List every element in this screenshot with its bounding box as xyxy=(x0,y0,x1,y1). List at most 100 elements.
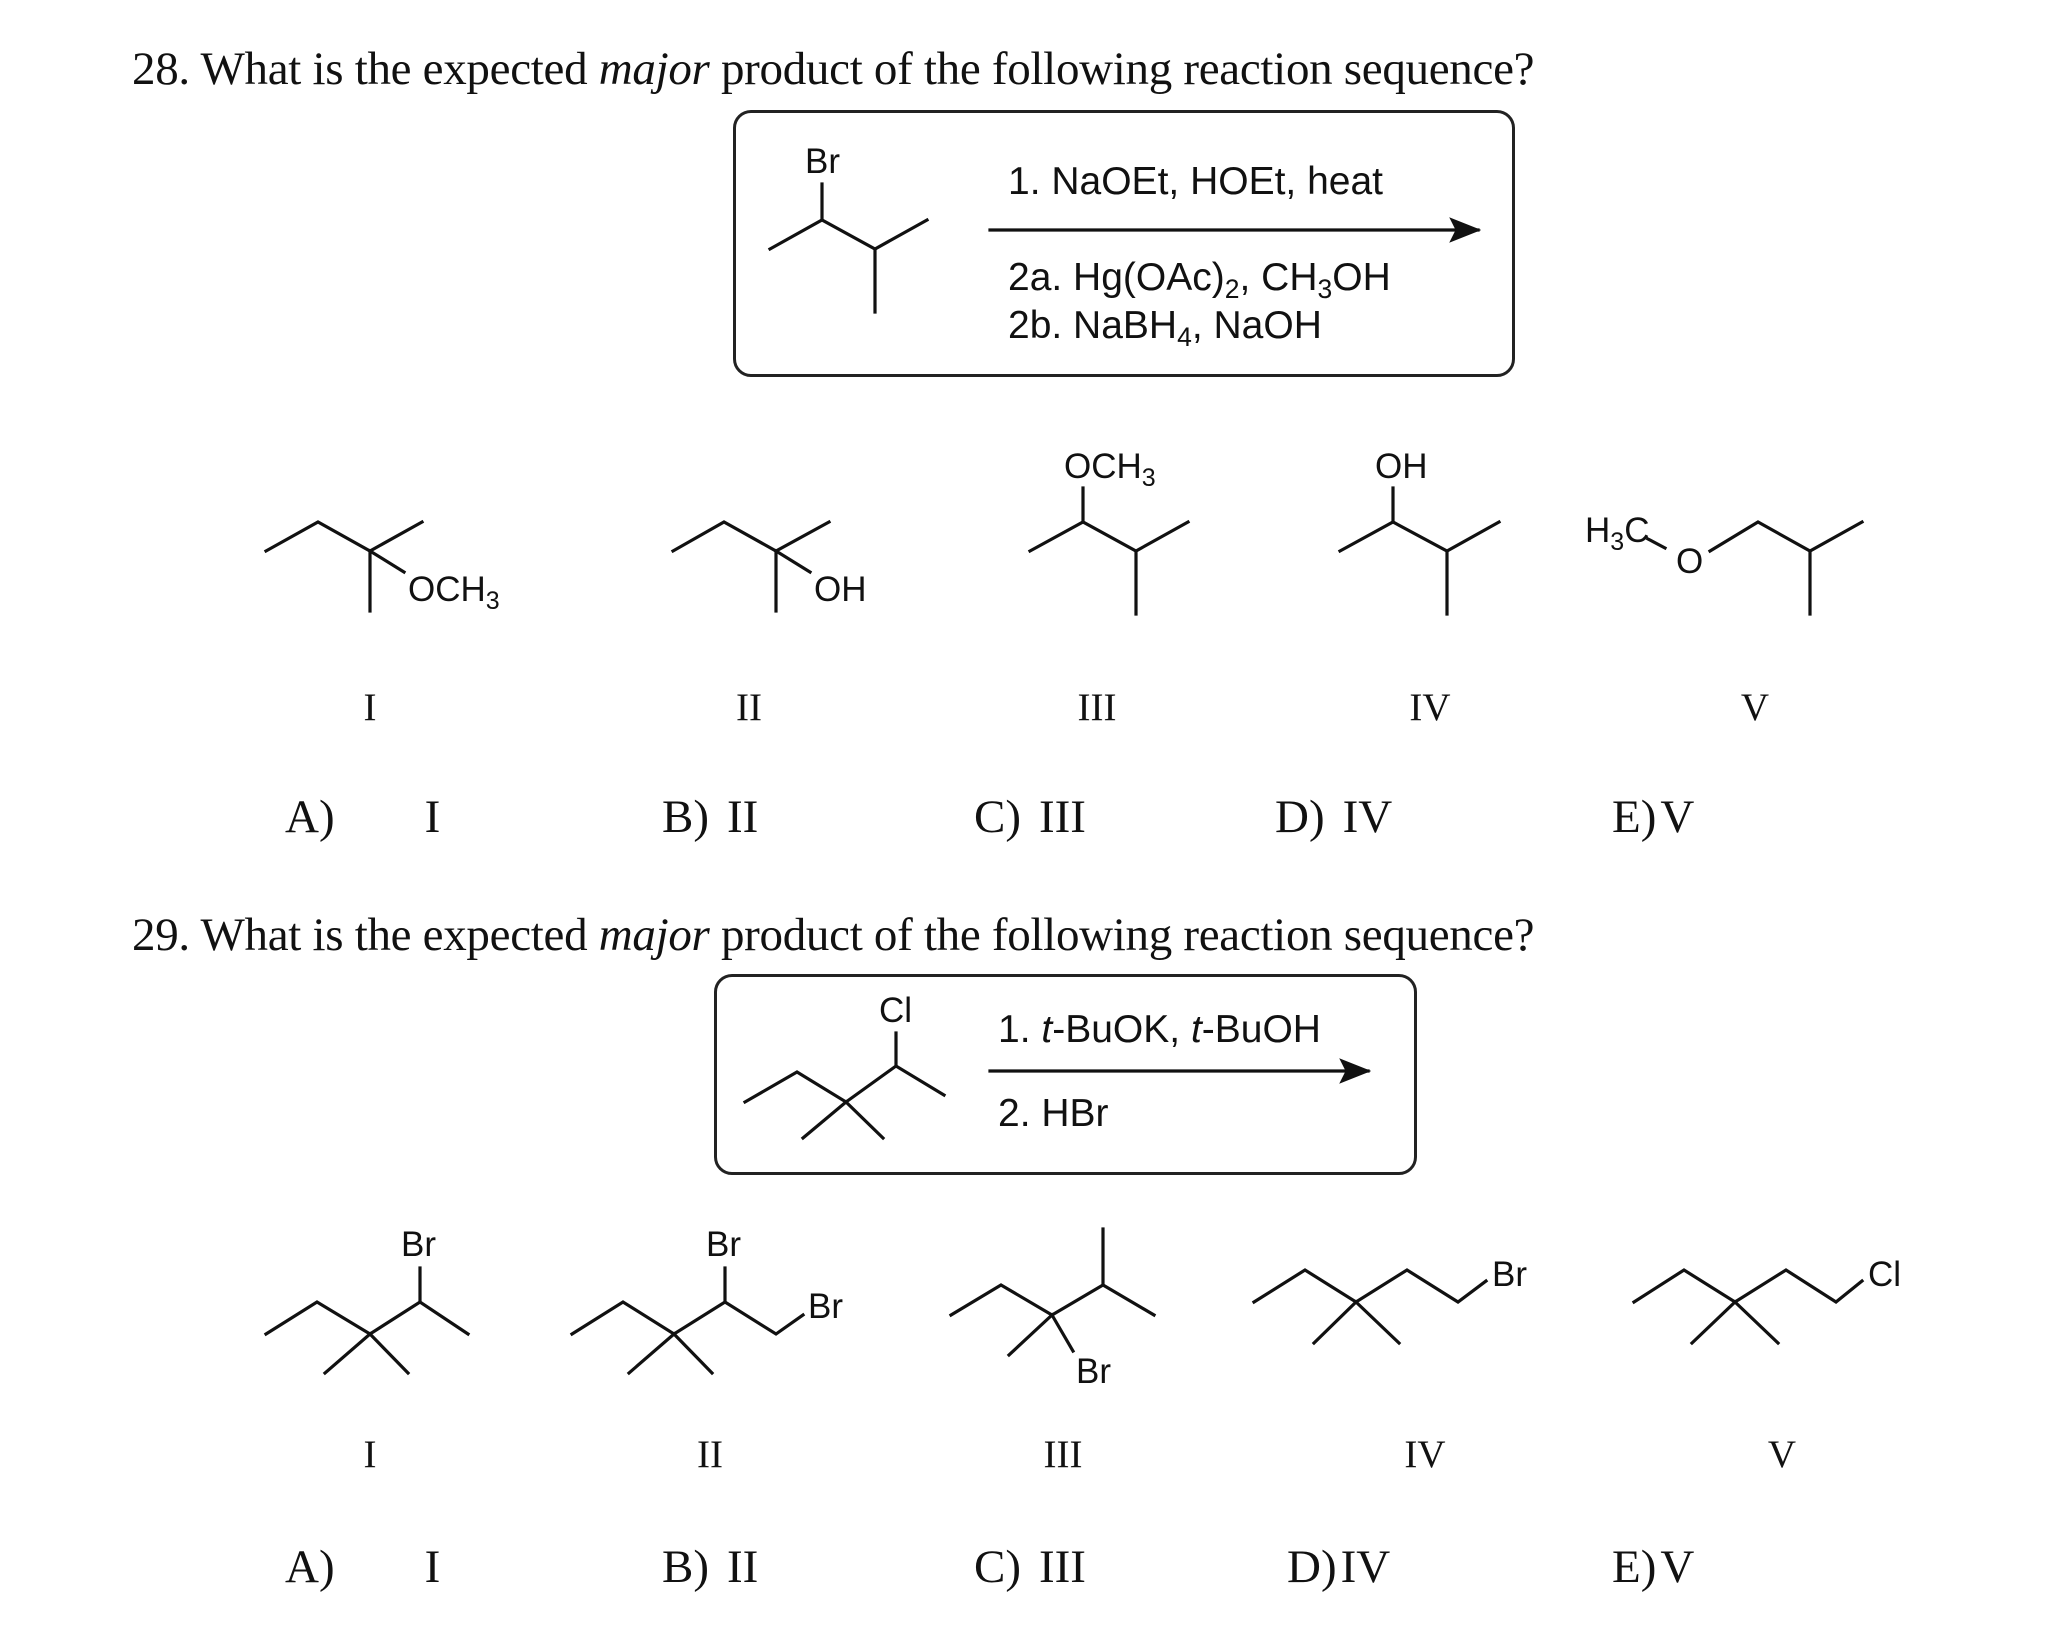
structure-label: II xyxy=(697,1433,723,1476)
reagent-text: -BuOK, xyxy=(1052,1008,1191,1051)
choice-value: IV xyxy=(1340,1541,1391,1593)
choice-letter: E) xyxy=(1612,1541,1657,1593)
choice-letter: C) xyxy=(974,791,1021,843)
reagent-italic: t xyxy=(1041,1008,1053,1051)
structure-28-IV: OH xyxy=(1337,447,1502,616)
reagent-subscript: 3 xyxy=(1317,273,1333,304)
structure-label: IV xyxy=(1409,686,1451,729)
choice-letter: C) xyxy=(974,1541,1021,1593)
reagent-step-1: 1. t-BuOK, t-BuOH xyxy=(998,1008,1321,1052)
question-29-title: 29. What is the expected major product o… xyxy=(132,908,1535,962)
reagent-subscript: 2 xyxy=(1224,273,1240,304)
structure-29-III: Br xyxy=(948,1227,1157,1391)
group-main: OCH xyxy=(408,570,486,609)
structure-label: III xyxy=(1077,686,1117,729)
group-label: OH xyxy=(1375,447,1428,486)
question-28-title: 28. What is the expected major product o… xyxy=(132,42,1535,96)
choice-value: III xyxy=(1039,1541,1086,1593)
answer-choice-c[interactable]: C) III xyxy=(974,1540,1086,1594)
structure-label: V xyxy=(1767,1433,1797,1476)
structure-label: III xyxy=(1043,1433,1083,1476)
structure-label: V xyxy=(1740,686,1770,729)
answer-choice-a[interactable]: A) I xyxy=(285,790,440,844)
question-text-pre: What is the expected xyxy=(200,43,588,95)
structure-28-V: H3C O xyxy=(1585,511,1865,616)
group-label: OH xyxy=(814,570,867,609)
answer-choice-a[interactable]: A) I xyxy=(285,1540,440,1594)
answer-choice-b[interactable]: B) II xyxy=(662,1540,758,1594)
choice-letter: B) xyxy=(662,791,709,843)
structure-28-II: OH xyxy=(670,519,867,613)
question-number: 28. xyxy=(132,43,190,95)
atom-label: Br xyxy=(401,1225,436,1264)
reagent-step-1: 1. NaOEt, HOEt, heat xyxy=(1008,160,1383,203)
choice-value: IV xyxy=(1342,791,1393,843)
choice-value: I xyxy=(424,1541,441,1593)
choice-value: V xyxy=(1660,791,1695,843)
oxygen-label: O xyxy=(1676,542,1703,581)
group-label: OCH3 xyxy=(1064,447,1156,492)
question-text-post: product of the following reaction sequen… xyxy=(720,909,1535,961)
choice-value: II xyxy=(727,1541,759,1593)
answer-choice-b[interactable]: B) II xyxy=(662,790,758,844)
atom-label: Br xyxy=(706,1225,741,1264)
question-text-pre: What is the expected xyxy=(200,909,588,961)
reagent-text: , CH xyxy=(1239,256,1318,299)
question-text-post: product of the following reaction sequen… xyxy=(720,43,1535,95)
choice-letter: B) xyxy=(662,1541,709,1593)
structure-label: II xyxy=(736,686,762,729)
reagent-italic: t xyxy=(1190,1008,1202,1051)
group-subscript: 3 xyxy=(1142,464,1156,492)
answer-choice-e[interactable]: E)V xyxy=(1612,790,1694,844)
choice-value: V xyxy=(1660,1541,1695,1593)
answer-choice-d[interactable]: D) IV xyxy=(1275,790,1392,844)
question-text-emphasis: major xyxy=(598,43,710,95)
structure-label: IV xyxy=(1404,1433,1446,1476)
reactant-29-structure: Cl xyxy=(742,991,947,1141)
reagent-text: -BuOH xyxy=(1201,1008,1321,1051)
group-label: H3C xyxy=(1585,511,1649,556)
atom-label: Br xyxy=(805,142,840,181)
choice-letter: D) xyxy=(1287,1541,1337,1593)
reagent-text: , NaOH xyxy=(1191,304,1322,347)
answer-choice-c[interactable]: C) III xyxy=(974,790,1086,844)
choice-value: I xyxy=(424,791,441,843)
structure-29-II: Br Br xyxy=(569,1225,843,1376)
group-h: H xyxy=(1585,511,1610,550)
reagent-step-2a: 2a. Hg(OAc)2, CH3OH xyxy=(1008,256,1391,302)
choice-value: III xyxy=(1039,791,1086,843)
choice-value: II xyxy=(727,791,759,843)
answer-choice-e[interactable]: E)V xyxy=(1612,1540,1694,1594)
reaction-box-29 xyxy=(714,974,1417,1175)
reaction-box-28 xyxy=(733,110,1515,377)
choice-letter: D) xyxy=(1275,791,1325,843)
answer-choice-d[interactable]: D)IV xyxy=(1287,1540,1390,1594)
structure-28-III: OCH3 xyxy=(1027,447,1191,616)
question-number: 29. xyxy=(132,909,190,961)
atom-label: Cl xyxy=(1868,1255,1901,1294)
reagent-text: 2b. NaBH xyxy=(1008,304,1178,347)
reagent-step-2b: 2b. NaBH4, NaOH xyxy=(1008,304,1322,350)
structure-label: I xyxy=(363,1433,377,1476)
group-c: C xyxy=(1624,511,1649,550)
reagent-text: OH xyxy=(1332,256,1391,299)
choice-letter: A) xyxy=(285,791,335,843)
reagent-text: 1. xyxy=(998,1008,1042,1051)
atom-label: Br xyxy=(1076,1352,1111,1391)
structure-29-V: Cl xyxy=(1631,1255,1901,1346)
structure-29-IV: Br xyxy=(1251,1255,1527,1346)
reagent-text: 2a. Hg(OAc) xyxy=(1008,256,1225,299)
atom-label: Cl xyxy=(879,991,912,1030)
structure-29-I: Br xyxy=(263,1225,471,1376)
group-subscript: 3 xyxy=(486,587,500,615)
reactant-28-structure: Br xyxy=(767,142,930,314)
choice-letter: A) xyxy=(285,1541,335,1593)
question-text-emphasis: major xyxy=(598,909,710,961)
atom-label: Br xyxy=(1492,1255,1527,1294)
reagent-subscript: 4 xyxy=(1177,321,1192,352)
atom-label: Br xyxy=(808,1287,843,1326)
choice-letter: E) xyxy=(1612,791,1657,843)
structure-28-I: OCH3 xyxy=(263,519,500,615)
structure-label: I xyxy=(363,686,377,729)
